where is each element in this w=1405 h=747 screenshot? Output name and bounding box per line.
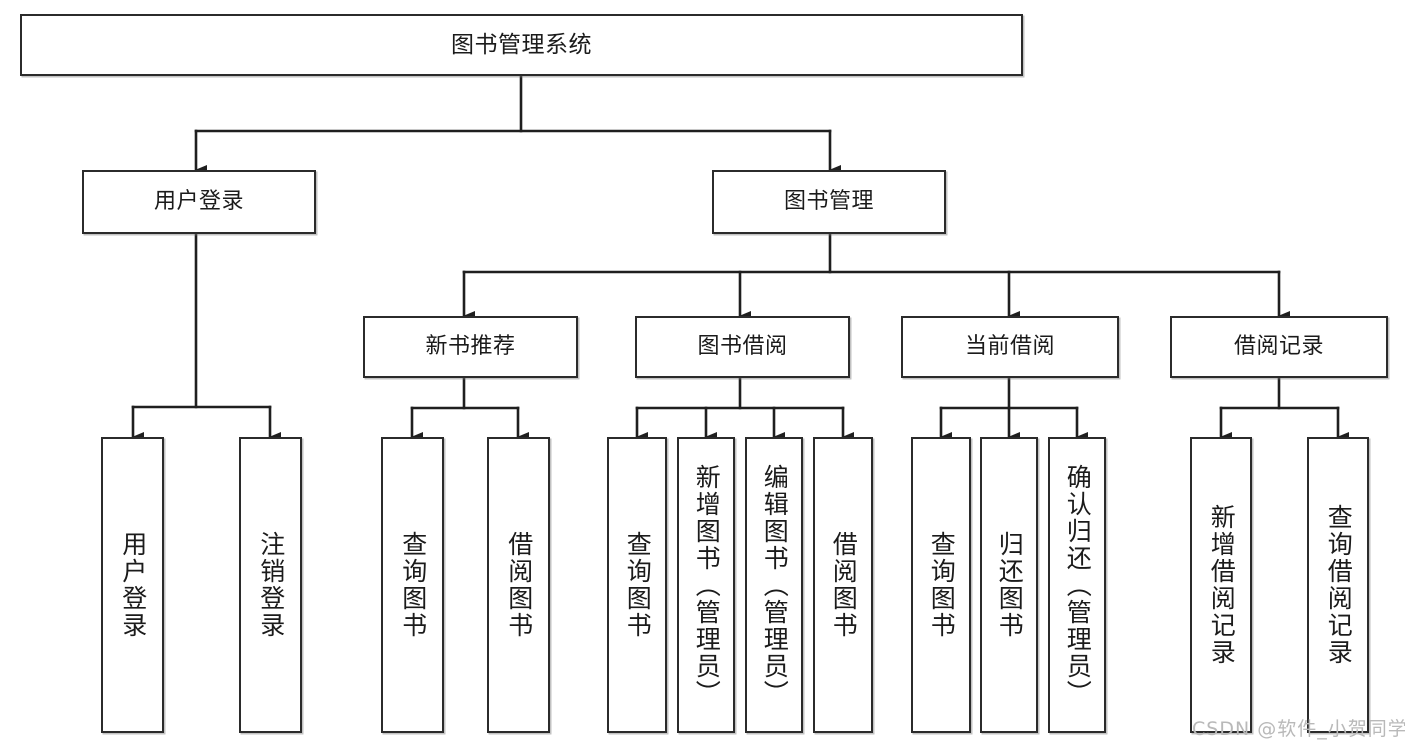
- node-label: 注销登录: [256, 531, 286, 639]
- node-label: 查询图书: [623, 531, 653, 639]
- csdn-watermark: CSDN @软件_小贺同学: [1192, 718, 1405, 740]
- node-label: 新增图书（管理员）: [692, 463, 722, 707]
- node-label: 确认归还（管理员）: [1063, 463, 1093, 707]
- node-leaf-query-books-current[interactable]: 查询图书: [911, 437, 971, 733]
- node-label: 查询图书: [398, 531, 428, 639]
- node-leaf-add-book-admin[interactable]: 新增图书（管理员）: [677, 437, 735, 733]
- node-label: 借阅记录: [1233, 334, 1324, 360]
- node-book-borrowing[interactable]: 图书借阅: [635, 316, 850, 378]
- node-leaf-query-borrow-record[interactable]: 查询借阅记录: [1307, 437, 1369, 733]
- node-user-login[interactable]: 用户登录: [82, 170, 316, 234]
- node-leaf-user-login[interactable]: 用户登录: [101, 437, 164, 733]
- node-leaf-borrow-books-recommendation[interactable]: 借阅图书: [487, 437, 550, 733]
- node-current-borrowing[interactable]: 当前借阅: [901, 316, 1119, 378]
- node-label: 查询图书: [927, 531, 957, 639]
- node-new-book-recommendation[interactable]: 新书推荐: [363, 316, 578, 378]
- node-label: 图书管理系统: [451, 31, 592, 58]
- node-label: 借阅图书: [829, 531, 859, 639]
- node-label: 用户登录: [153, 189, 244, 215]
- node-leaf-logout[interactable]: 注销登录: [239, 437, 302, 733]
- node-label: 用户登录: [118, 531, 148, 639]
- node-label: 查询借阅记录: [1324, 504, 1354, 666]
- node-label: 图书管理: [783, 189, 874, 215]
- node-leaf-query-books-recommendation[interactable]: 查询图书: [381, 437, 444, 733]
- node-label: 新增借阅记录: [1207, 504, 1237, 666]
- node-label: 归还图书: [995, 531, 1025, 639]
- node-leaf-confirm-return-admin[interactable]: 确认归还（管理员）: [1048, 437, 1106, 733]
- node-root-book-management-system[interactable]: 图书管理系统: [20, 14, 1023, 76]
- node-label: 借阅图书: [504, 531, 534, 639]
- node-leaf-borrow-books-borrowing[interactable]: 借阅图书: [813, 437, 873, 733]
- node-label: 新书推荐: [425, 334, 516, 360]
- node-leaf-edit-book-admin[interactable]: 编辑图书（管理员）: [745, 437, 803, 733]
- node-leaf-query-books-borrowing[interactable]: 查询图书: [607, 437, 667, 733]
- node-leaf-add-borrow-record[interactable]: 新增借阅记录: [1190, 437, 1252, 733]
- node-borrowing-records[interactable]: 借阅记录: [1170, 316, 1388, 378]
- node-label: 编辑图书（管理员）: [760, 463, 790, 707]
- node-leaf-return-books[interactable]: 归还图书: [980, 437, 1038, 733]
- node-label: 图书借阅: [697, 334, 788, 360]
- node-book-management[interactable]: 图书管理: [712, 170, 946, 234]
- node-label: 当前借阅: [964, 334, 1055, 360]
